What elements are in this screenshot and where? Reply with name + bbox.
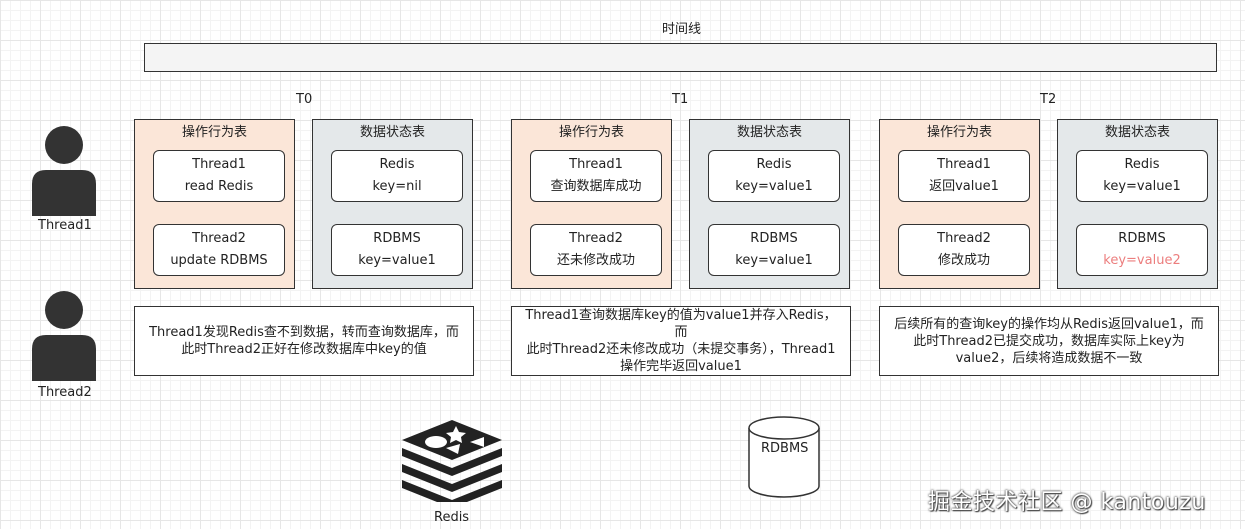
cell-line1: Redis [379,157,415,172]
note-line: 此时Thread2正好在修改数据库中key的值 [181,342,427,357]
cell-line2: key=value1 [1103,179,1181,194]
redis-logo: Redis [400,418,504,526]
note-line: Thread1查询数据库key的值为value1并存入Redis，而 [525,308,837,340]
ops-table-t1: 操作行为表 Thread1 查询数据库成功 Thread2 还未修改成功 [511,119,672,289]
thread1-label: Thread1 [38,218,92,233]
note-line: 此时Thread2已提交成功，数据库实际上key为 [913,333,1185,349]
state-table-title: 数据状态表 [736,125,802,140]
person-icon [32,126,96,216]
ops-cell-thread2: Thread2 update RDBMS [153,224,285,276]
note-line: 后续所有的查询key的操作均从Redis返回value1，而 [894,316,1204,332]
cell-line1: Thread1 [569,157,623,172]
ops-table-title: 操作行为表 [181,125,247,140]
rdbms-cylinder: RDBMS [748,416,820,498]
cell-line2: 修改成功 [937,253,990,268]
timeline-bar [144,43,1217,72]
note-line: Thread1发现Redis查不到数据，转而查询数据库，而 [149,325,459,340]
ops-table-title: 操作行为表 [926,125,992,140]
state-cell-redis: Redis key=nil [331,150,463,202]
redis-icon [402,420,502,508]
state-cell-rdbms: RDBMS key=value1 [708,224,840,276]
cell-line2: key=value1 [735,179,813,194]
state-cell-rdbms: RDBMS key=value1 [331,224,463,276]
ops-table-t2: 操作行为表 Thread1 返回value1 Thread2 修改成功 [879,119,1040,289]
time-marker-t2: T2 [1040,92,1057,107]
thread2-label: Thread2 [38,385,92,400]
note-line: 操作完毕返回value1 [620,359,742,374]
ops-cell-thread1: Thread1 查询数据库成功 [530,150,662,202]
cell-line1: Redis [1124,157,1160,172]
cell-line1: RDBMS [373,231,421,246]
note-line: value2，后续将造成数据不一致 [955,350,1143,366]
cell-line1: RDBMS [750,231,798,246]
ops-table-t0: 操作行为表 Thread1 read Redis Thread2 update … [134,119,295,289]
cell-line2: key=nil [372,179,422,194]
note-t0: Thread1发现Redis查不到数据，转而查询数据库，而 此时Thread2正… [134,306,474,376]
timeline-label: 时间线 [662,22,702,37]
database-icon [748,416,820,498]
state-table-t0: 数据状态表 Redis key=nil RDBMS key=value1 [312,119,473,289]
time-marker-t1: T1 [672,92,689,107]
cell-line2: 返回value1 [929,179,999,194]
state-table-title: 数据状态表 [359,125,425,140]
cell-line2: key=value1 [735,253,813,268]
note-t1: Thread1查询数据库key的值为value1并存入Redis，而 此时Thr… [511,306,851,376]
cell-line1: Thread2 [937,231,991,246]
cell-line2: 查询数据库成功 [550,179,642,194]
ops-cell-thread2: Thread2 修改成功 [898,224,1030,276]
ops-cell-thread1: Thread1 返回value1 [898,150,1030,202]
thread1-actor: Thread1 [26,126,102,238]
state-cell-rdbms: RDBMS key=value2 [1076,224,1208,276]
state-cell-redis: Redis key=value1 [708,150,840,202]
thread2-actor: Thread2 [26,291,102,403]
redis-label: Redis [434,510,470,525]
cell-line2: update RDBMS [170,253,268,268]
time-marker-t0: T0 [296,92,313,107]
state-table-t2: 数据状态表 Redis key=value1 RDBMS key=value2 [1057,119,1218,289]
note-t2: 后续所有的查询key的操作均从Redis返回value1，而 此时Thread2… [879,306,1219,376]
person-icon [32,291,96,381]
note-line: 此时Thread2还未修改成功（未提交事务），Thread1 [526,342,836,357]
cell-line2-highlight: key=value2 [1103,253,1181,268]
ops-cell-thread1: Thread1 read Redis [153,150,285,202]
state-table-title: 数据状态表 [1104,125,1170,140]
cell-line1: Thread2 [192,231,246,246]
state-table-t1: 数据状态表 Redis key=value1 RDBMS key=value1 [689,119,850,289]
cell-line1: RDBMS [1118,231,1166,246]
cell-line1: Thread1 [192,157,246,172]
ops-cell-thread2: Thread2 还未修改成功 [530,224,662,276]
cell-line1: Thread1 [937,157,991,172]
rdbms-label: RDBMS [761,441,809,456]
cell-line1: Redis [756,157,792,172]
cell-line2: 还未修改成功 [556,253,635,268]
cell-line2: read Redis [184,179,254,194]
cell-line1: Thread2 [569,231,623,246]
ops-table-title: 操作行为表 [558,125,624,140]
cell-line2: key=value1 [358,253,436,268]
watermark: 掘金技术社区 @ kantouzu [928,490,1206,515]
state-cell-redis: Redis key=value1 [1076,150,1208,202]
